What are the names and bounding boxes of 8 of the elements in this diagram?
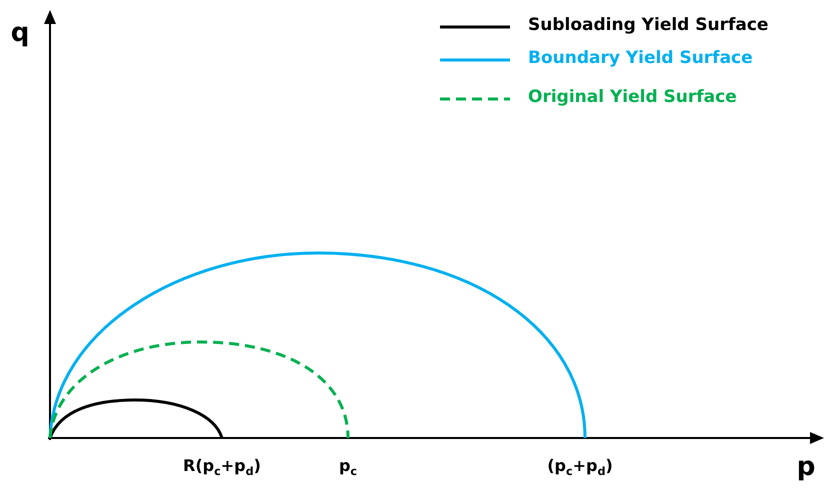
- legend-text: Subloading Yield Surface: [528, 15, 768, 35]
- tick-label: p$_{c}$: [338, 456, 358, 478]
- legend-text: Original Yield Surface: [528, 87, 737, 107]
- axis-label: p: [796, 452, 816, 482]
- tick-label: (p$_{c}$+p$_{d}$): [547, 456, 613, 478]
- legend-text: Boundary Yield Surface: [528, 48, 753, 68]
- axis-label: q: [10, 18, 30, 48]
- tick-label: R(p$_{c}$+p$_{d}$): [183, 456, 261, 478]
